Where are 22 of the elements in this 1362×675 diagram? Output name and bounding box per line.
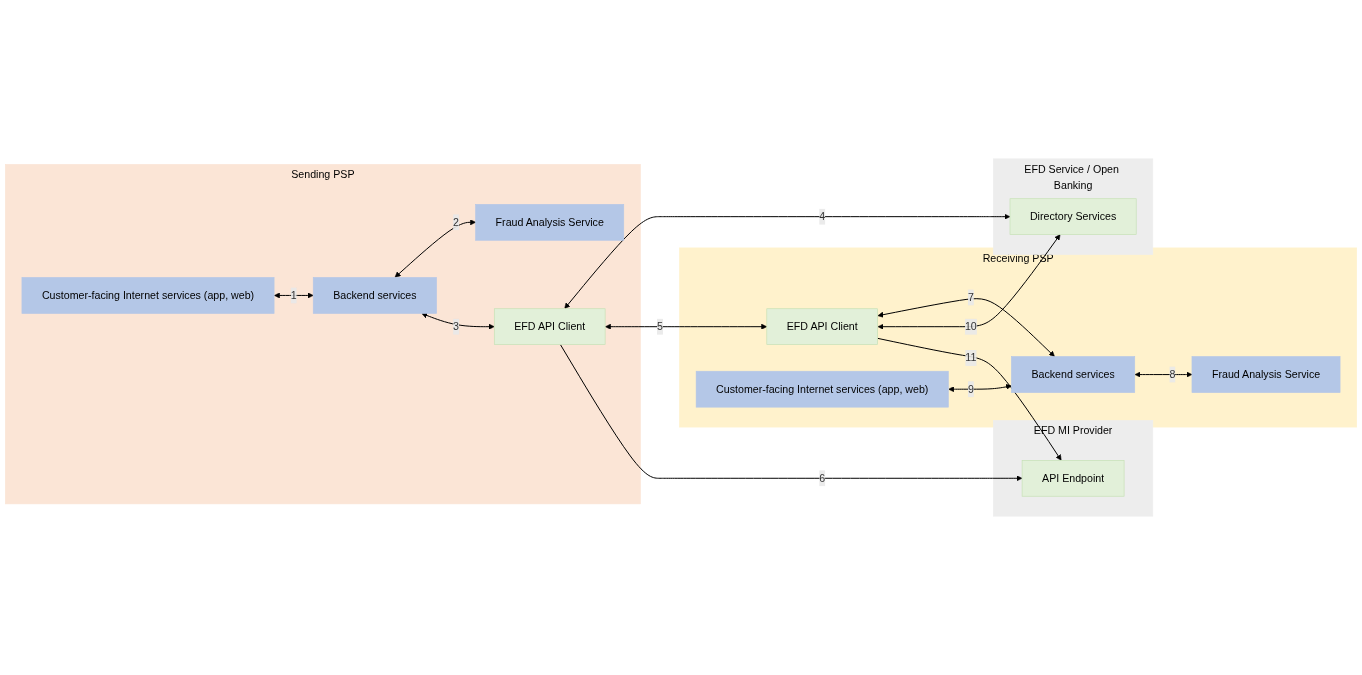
edge-label: 7 xyxy=(967,291,974,303)
edge-label: 10 xyxy=(964,320,977,333)
edge-label: 4 xyxy=(819,210,826,222)
edge-label: 3 xyxy=(453,320,460,333)
edge-label: 5 xyxy=(656,320,663,333)
node-box: Directory Services xyxy=(1009,198,1137,235)
node-box: API Endpoint xyxy=(1021,460,1125,497)
node-box: Fraud Analysis Service xyxy=(1191,356,1341,393)
edge-label: 6 xyxy=(819,472,826,484)
arrow xyxy=(877,298,1055,357)
edge-label: 1 xyxy=(290,289,297,301)
node-box: Fraud Analysis Service xyxy=(475,204,625,241)
node-box: Backend services xyxy=(1011,356,1136,393)
edge-label: 2 xyxy=(453,216,460,228)
edge-label: 11 xyxy=(965,351,977,364)
edge-label: 8 xyxy=(1169,368,1176,380)
node-box: Customer-facing Internet services (app, web) xyxy=(695,370,949,408)
node-box: EFD API Client xyxy=(766,308,878,345)
node-box: Customer-facing Internet services (app, web) xyxy=(21,277,275,314)
node-box: Backend services xyxy=(312,277,437,314)
node-box: EFD API Client xyxy=(493,308,606,345)
edge-label: 9 xyxy=(967,383,974,395)
